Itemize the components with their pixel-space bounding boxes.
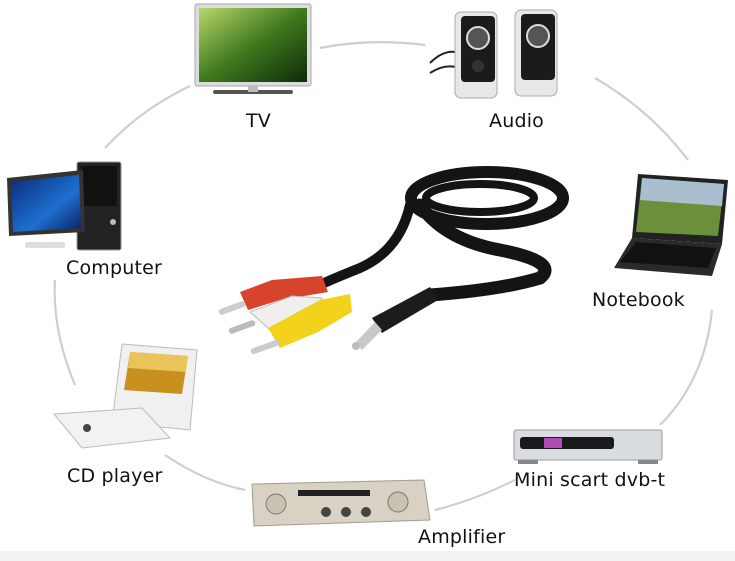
bottom-band [0, 551, 735, 561]
ring-arc-notebook-scart [659, 309, 714, 426]
cable-run-to-rca [315, 200, 415, 290]
ring-arc-cd-amplifier [164, 454, 246, 492]
cable-coil-outer [405, 166, 569, 230]
speakers-icon [429, 9, 558, 99]
jack-plug [352, 287, 438, 350]
device-label-amplifier: Amplifier [418, 526, 506, 548]
ring-arc-computer-cd [53, 279, 77, 386]
rca-plug-yellow [250, 294, 352, 355]
dvb-receiver-icon [513, 429, 663, 464]
ring-arc-audio-notebook [594, 77, 689, 161]
ring-arc-tv-audio [319, 41, 426, 50]
notebook-icon [614, 174, 728, 276]
ring-arc-tv-computer [104, 85, 191, 149]
ring-arc-amplifier-scart [434, 479, 516, 512]
cable-run-to-jack [413, 198, 552, 302]
device-label-cd-player: CD player [67, 465, 163, 487]
rca-plug-red [218, 276, 328, 315]
computer-icon [7, 161, 122, 251]
device-label-mini-scart: Mini scart dvb-t [514, 469, 666, 491]
device-label-audio: Audio [489, 110, 545, 132]
amplifier-icon [251, 479, 431, 527]
tv-icon [194, 3, 312, 94]
cd-player-icon [52, 343, 198, 449]
cable-coil-inner [422, 180, 538, 216]
device-label-notebook: Notebook [592, 289, 685, 311]
device-label-tv: TV [246, 110, 272, 132]
device-label-computer: Computer [66, 257, 163, 279]
